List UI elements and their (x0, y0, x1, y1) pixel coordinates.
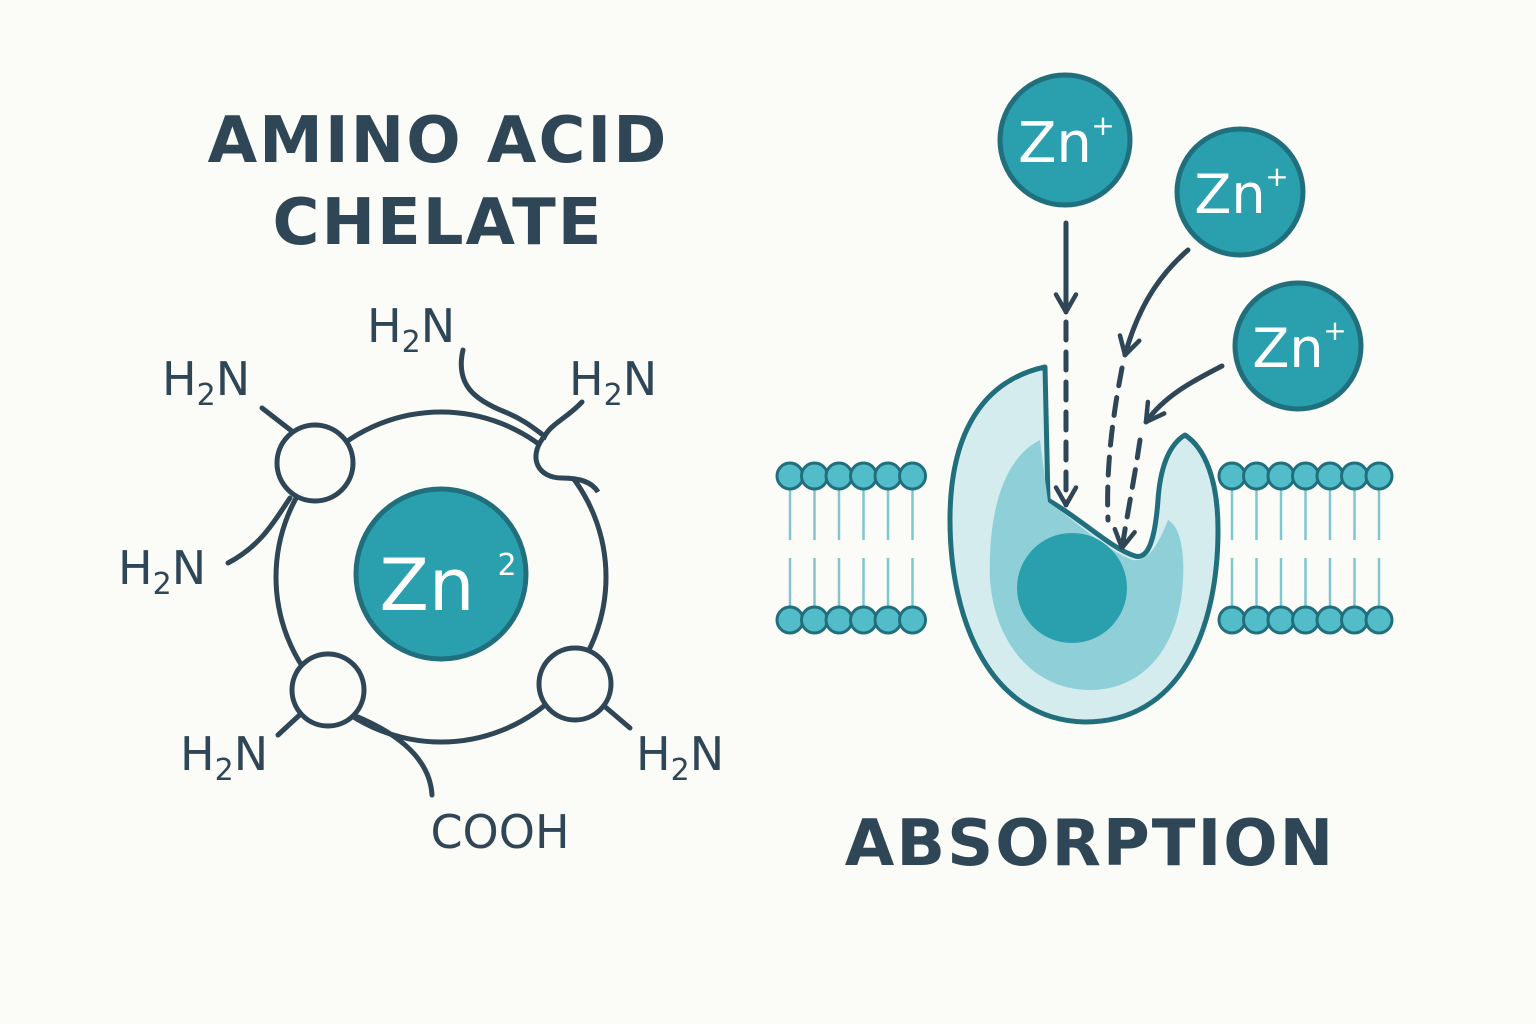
lipid-head (898, 605, 927, 635)
membrane-lipid-tails (788, 488, 1381, 608)
ligand-label-bottom-right: H2N (636, 727, 724, 788)
chelate-panel: AMINO ACID CHELATE Zn 2 (118, 104, 724, 859)
lipid-head (1340, 605, 1369, 635)
lipid-head (1315, 461, 1345, 491)
lipid-head (873, 605, 903, 635)
chelate-title-line2: CHELATE (273, 186, 604, 260)
lipid-head (1242, 605, 1271, 635)
free-zinc-ion-1-charge: + (1091, 109, 1114, 142)
free-zinc-ion-2: Zn + (1174, 126, 1306, 258)
arrow-curve-dashed (1105, 365, 1125, 523)
ring-notch (533, 436, 601, 494)
lipid-head (775, 461, 805, 491)
lipid-head (849, 605, 878, 635)
chelated-zinc-charge: 2 (497, 548, 516, 583)
lipid-head (824, 605, 854, 635)
ligand-label-top: H2N (367, 299, 455, 360)
ring-node-top-left (274, 422, 356, 504)
ligand-label-left: H2N (118, 541, 206, 602)
membrane-bottom-leaflet (775, 605, 1394, 635)
transporter-protein (947, 364, 1221, 725)
lipid-head (1291, 605, 1320, 635)
lipid-head (800, 605, 829, 635)
lipid-head (1266, 605, 1296, 635)
cell-membrane (775, 461, 1394, 635)
lipid-head (849, 461, 878, 491)
lipid-head (1217, 605, 1247, 635)
arrow-third-dashed (1112, 437, 1143, 551)
lipid-head (1266, 461, 1296, 491)
free-zinc-ion-3-charge: + (1323, 314, 1346, 347)
free-zinc-ion-3-symbol: Zn (1252, 317, 1323, 380)
free-zinc-ion-2-charge: + (1265, 160, 1288, 193)
lipid-head (873, 461, 903, 491)
free-zinc-ion-1-symbol: Zn (1018, 111, 1092, 176)
absorption-title: ABSORPTION (845, 807, 1335, 881)
lipid-head (1242, 461, 1271, 491)
chelated-zinc-symbol: Zn (380, 543, 475, 627)
uptake-arrows (1053, 220, 1225, 551)
free-zinc-ion-3: Zn + (1232, 280, 1364, 412)
binding-site (1017, 533, 1127, 643)
lipid-head (1340, 461, 1369, 491)
ligand-labels: H2N H2N H2N H2N H2N H2N COOH (118, 299, 724, 859)
ligand-label-top-left: H2N (162, 352, 250, 413)
lipid-head (1364, 605, 1394, 635)
carboxyl-label: COOH (430, 805, 569, 859)
absorption-panel: Zn + Zn + Zn + ABSORPTION (775, 72, 1394, 881)
free-zinc-ion-1: Zn + (997, 72, 1133, 208)
membrane-top-leaflet (775, 461, 1394, 491)
ligand-label-top-right: H2N (569, 352, 657, 413)
ring-node-bottom-left (289, 651, 367, 729)
free-zinc-ion-2-symbol: Zn (1194, 163, 1265, 226)
arrow-curve-solid (1117, 247, 1191, 358)
lipid-head (1291, 461, 1320, 491)
lipid-head (800, 461, 829, 491)
lipid-head (1217, 461, 1247, 491)
lipid-head (898, 461, 927, 491)
chelated-zinc-ion: Zn 2 (353, 486, 529, 662)
arrow-third-solid (1143, 363, 1225, 425)
chelate-ring (273, 409, 609, 745)
lipid-head (1315, 605, 1345, 635)
svg-text:Zn: Zn (380, 543, 475, 627)
ligand-label-bottom-left: H2N (180, 727, 268, 788)
lipid-head (1364, 461, 1394, 491)
chelate-title-line1: AMINO ACID (208, 104, 669, 178)
lipid-head (775, 605, 805, 635)
lipid-head (824, 461, 854, 491)
ring-node-bottom-right (536, 645, 614, 723)
